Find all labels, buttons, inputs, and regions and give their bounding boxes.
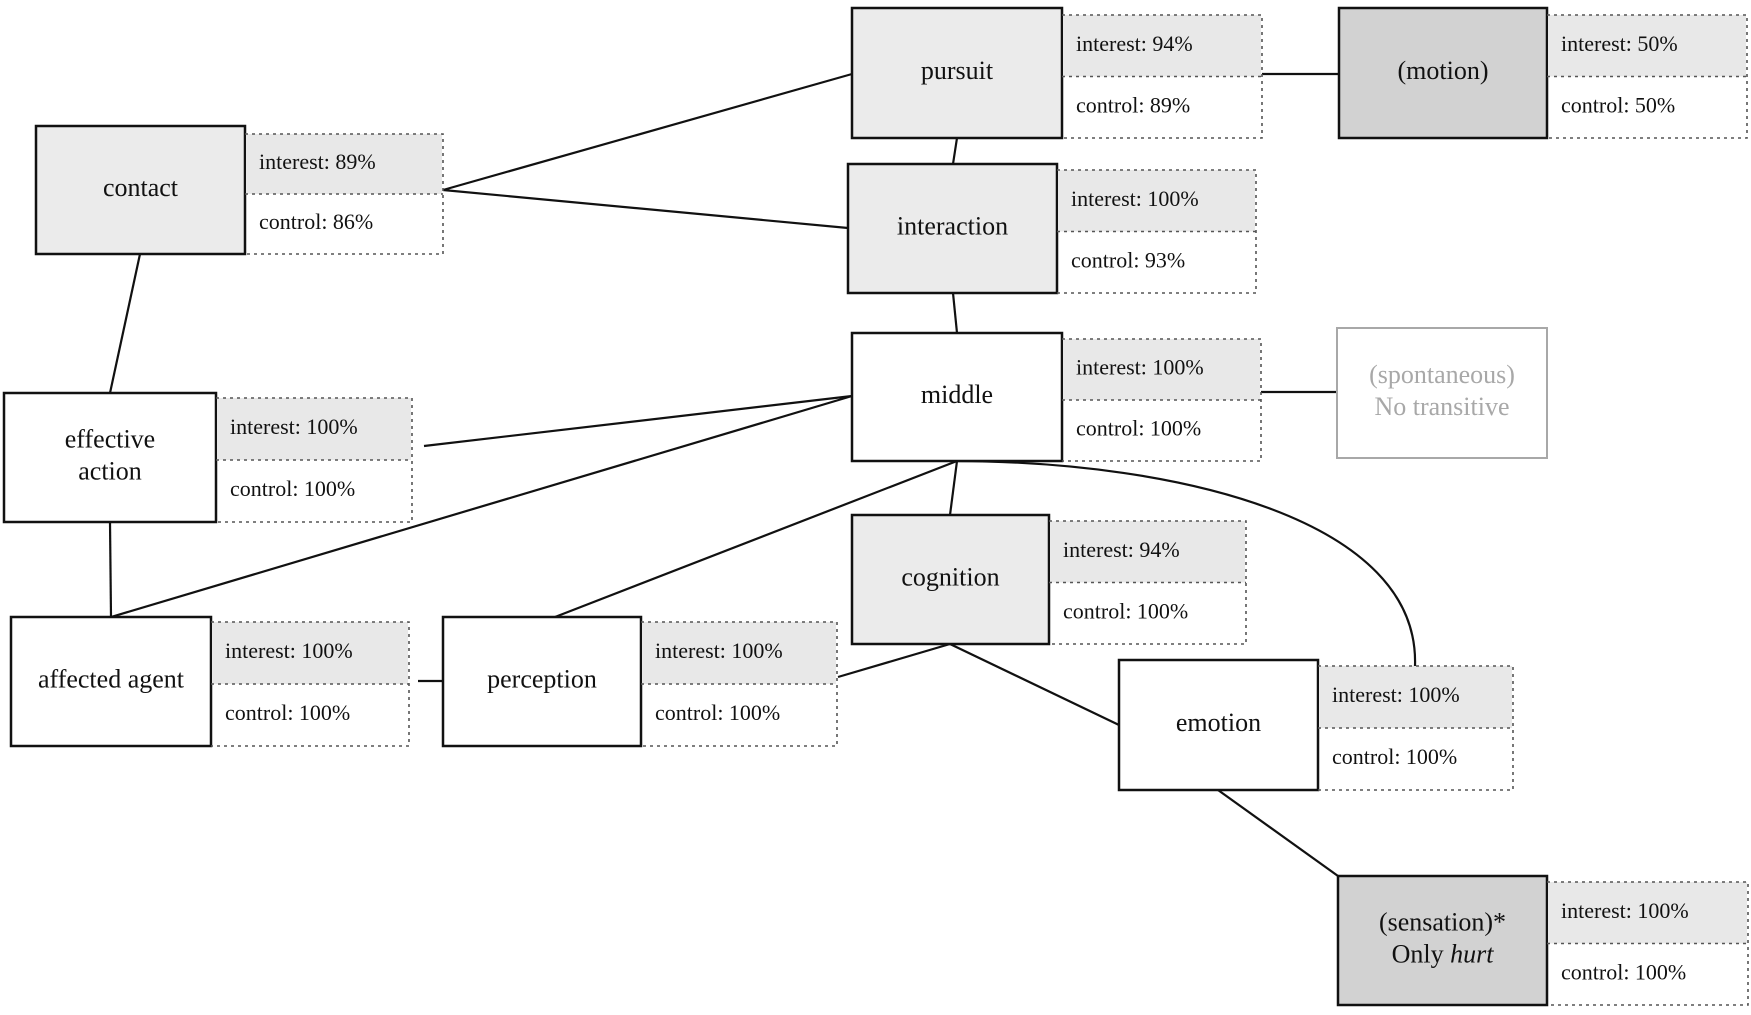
control-value: control: 50% — [1561, 92, 1675, 117]
interest-value: interest: 100% — [655, 638, 783, 663]
node-emotion: emotion interest: 100% control: 100% — [1117, 658, 1514, 792]
control-value: control: 100% — [225, 700, 350, 725]
edge-cognition-to-emotion — [949, 643, 1120, 726]
interest-row-background — [1319, 666, 1512, 728]
interest-row-background — [1548, 15, 1746, 77]
node-label: affected agent — [38, 664, 185, 693]
node-label: pursuit — [921, 56, 994, 85]
node-pursuit: pursuit interest: 94% control: 89% — [850, 6, 1263, 140]
node-label: emotion — [1176, 708, 1261, 737]
stats-box — [211, 621, 410, 747]
edge-middle-to-affected-agent — [110, 394, 853, 619]
interest-value: interest: 100% — [1561, 898, 1689, 923]
node-label: (motion) — [1398, 56, 1489, 85]
stats-box — [1547, 881, 1749, 1006]
node-affected-agent: affected agent interest: 100% control: 100… — [9, 615, 410, 748]
node-label: contact — [103, 173, 179, 202]
node-contact: contact interest: 89% control: 86% — [34, 124, 444, 256]
node-box — [2, 391, 218, 524]
stats-box — [216, 397, 413, 523]
interest-row-background — [1058, 170, 1255, 232]
node-label: action — [78, 456, 142, 485]
interest-value: interest: 89% — [259, 149, 376, 174]
edge-perception-to-cognition — [837, 642, 951, 679]
edge-middle-to-effective-action — [423, 394, 853, 448]
interest-row-background — [1548, 882, 1747, 944]
node-interaction: interaction interest: 100% control: 93% — [846, 162, 1257, 295]
control-value: control: 100% — [230, 476, 355, 501]
node-middle: middle interest: 100% control: 100% — [850, 331, 1262, 463]
stats-box — [1057, 169, 1257, 294]
stats-box — [641, 621, 838, 747]
node-cognition: cognition interest: 94% control: 100% — [850, 513, 1247, 646]
node-label: middle — [921, 380, 993, 409]
edge-contact-to-interaction — [442, 188, 849, 230]
edges-layer — [108, 72, 1417, 877]
node-box — [1336, 874, 1549, 1007]
node-box — [846, 162, 1059, 295]
control-value: control: 93% — [1071, 247, 1185, 272]
interest-row-background — [212, 622, 408, 684]
node-label: interaction — [897, 211, 1008, 240]
interest-row-background — [642, 622, 836, 684]
edge-middle-to-perception — [554, 459, 958, 619]
node-box — [850, 513, 1051, 646]
control-value: control: 86% — [259, 209, 373, 234]
edge-effective-action-to-affected-agent — [108, 521, 113, 618]
control-value: control: 100% — [1076, 416, 1201, 441]
interest-row-background — [1063, 339, 1260, 400]
interest-value: interest: 100% — [225, 638, 353, 663]
interest-row-background — [1063, 15, 1261, 77]
node-box — [441, 615, 643, 748]
interest-value: interest: 94% — [1076, 31, 1193, 56]
node-sensation: (sensation)* Only hurt interest: 100% contr… — [1336, 874, 1749, 1007]
node-label: effective — [65, 424, 155, 453]
nodes-layer: contact interest: 89% control: 86% pursuit i… — [2, 6, 1749, 1007]
node-box — [9, 615, 213, 748]
edge-emotion-to-sensation — [1217, 789, 1339, 877]
edge-middle-to-emotion — [956, 459, 1417, 667]
node-label: No transitive — [1374, 392, 1509, 421]
interest-row-background — [246, 134, 442, 194]
stats-box — [1062, 338, 1262, 462]
control-value: control: 89% — [1076, 92, 1190, 117]
node-label: (spontaneous) — [1369, 360, 1515, 389]
node-box — [850, 331, 1064, 463]
node-label: Only hurt — [1392, 939, 1495, 968]
node-perception: perception interest: 100% control: 100% — [441, 615, 838, 748]
edge-interaction-to-middle — [951, 292, 959, 334]
node-effective-action: effective action interest: 100% control: 10… — [2, 391, 413, 524]
control-value: control: 100% — [655, 700, 780, 725]
interest-value: interest: 100% — [1076, 355, 1204, 380]
node-label: (sensation)* — [1379, 907, 1506, 936]
interest-value: interest: 100% — [1071, 186, 1199, 211]
node-box — [1336, 327, 1548, 459]
edge-contact-to-effective-action — [108, 253, 142, 394]
node-box — [1337, 6, 1549, 140]
stats-box — [1547, 14, 1748, 139]
node-box — [850, 6, 1064, 140]
node-label: cognition — [901, 562, 999, 591]
control-value: control: 100% — [1063, 598, 1188, 623]
node-motion: (motion) interest: 50% control: 50% — [1337, 6, 1748, 140]
control-value: control: 100% — [1561, 959, 1686, 984]
stats-box — [1062, 14, 1263, 139]
node-spontaneous: (spontaneous) No transitive — [1336, 327, 1548, 459]
stats-box — [1049, 520, 1247, 645]
node-label: perception — [487, 664, 597, 693]
interest-value: interest: 100% — [1332, 682, 1460, 707]
interest-row-background — [217, 398, 411, 460]
control-value: control: 100% — [1332, 744, 1457, 769]
stats-box — [1318, 665, 1514, 791]
stats-box — [245, 133, 444, 255]
interest-value: interest: 94% — [1063, 537, 1180, 562]
interest-value: interest: 100% — [230, 414, 358, 439]
edge-middle-to-cognition — [948, 460, 959, 516]
edge-pursuit-to-interaction — [951, 137, 959, 165]
interest-row-background — [1050, 521, 1245, 583]
interest-value: interest: 50% — [1561, 31, 1678, 56]
node-box — [34, 124, 247, 256]
node-box — [1117, 658, 1320, 792]
edge-contact-to-pursuit — [442, 72, 853, 192]
